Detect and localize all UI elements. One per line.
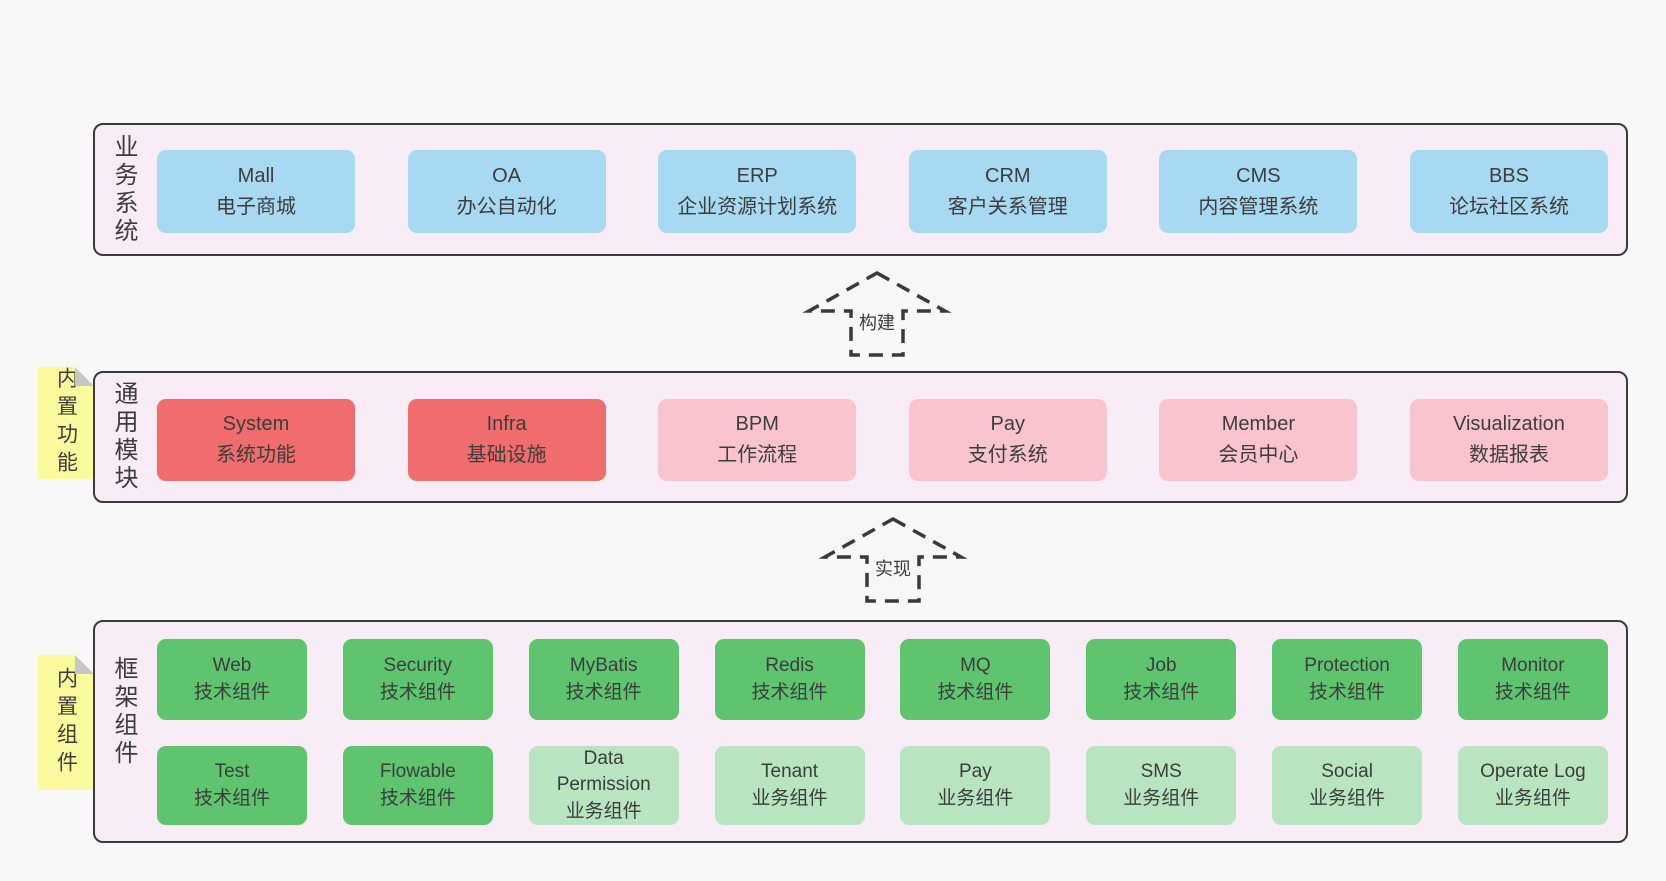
builtin-features-tag: 内置功能 bbox=[38, 367, 94, 479]
box-web: Web 技术组件 bbox=[157, 639, 307, 720]
box-visualization: Visualization 数据报表 bbox=[1409, 399, 1608, 481]
box-sms: SMS 业务组件 bbox=[1086, 746, 1237, 825]
dashed-up-arrow-icon bbox=[818, 516, 968, 603]
builtin-components-tag: 内置组件 bbox=[38, 655, 94, 790]
implement-arrow: 实现 bbox=[818, 516, 968, 604]
box-erp: ERP 企业资源计划系统 bbox=[658, 150, 857, 233]
framework-box-row-2: Test 技术组件 Flowable 技术组件 Data Permission … bbox=[157, 746, 1608, 825]
box-member: Member 会员中心 bbox=[1159, 399, 1358, 481]
box-tenant: Tenant 业务组件 bbox=[714, 746, 865, 825]
dashed-up-arrow-icon bbox=[802, 270, 952, 357]
business-layer-label: 业务系统 bbox=[110, 133, 137, 246]
build-arrow: 构建 bbox=[802, 270, 952, 358]
build-arrow-label: 构建 bbox=[856, 308, 898, 336]
box-bbs: BBS 论坛社区系统 bbox=[1409, 150, 1608, 233]
box-mall: Mall 电子商城 bbox=[157, 150, 355, 233]
box-mybatis: MyBatis 技术组件 bbox=[528, 639, 679, 720]
box-mq: MQ 技术组件 bbox=[900, 639, 1051, 720]
box-data-permission: Data Permission 业务组件 bbox=[528, 746, 679, 825]
box-oa: OA 办公自动化 bbox=[407, 150, 606, 233]
layer-framework-components: 框架组件 Web 技术组件 Security 技术组件 MyBatis 技术组件… bbox=[93, 620, 1628, 843]
box-redis: Redis 技术组件 bbox=[714, 639, 865, 720]
modules-box-row: System 系统功能 Infra 基础设施 BPM 工作流程 Pay 支付系统… bbox=[157, 399, 1608, 481]
box-system: System 系统功能 bbox=[157, 399, 355, 481]
box-cms: CMS 内容管理系统 bbox=[1159, 150, 1358, 233]
business-box-row: Mall 电子商城 OA 办公自动化 ERP 企业资源计划系统 CRM 客户关系… bbox=[157, 150, 1608, 233]
box-bpm: BPM 工作流程 bbox=[658, 399, 857, 481]
box-operate-log: Operate Log 业务组件 bbox=[1457, 746, 1608, 825]
box-monitor: Monitor 技术组件 bbox=[1457, 639, 1608, 720]
box-infra: Infra 基础设施 bbox=[407, 399, 606, 481]
box-test: Test 技术组件 bbox=[157, 746, 307, 825]
implement-arrow-label: 实现 bbox=[872, 554, 914, 582]
box-protection: Protection 技术组件 bbox=[1272, 639, 1423, 720]
framework-layer-label: 框架组件 bbox=[110, 656, 137, 768]
box-pay-business: Pay 业务组件 bbox=[900, 746, 1051, 825]
box-job: Job 技术组件 bbox=[1086, 639, 1237, 720]
modules-layer-label: 通用模块 bbox=[110, 381, 137, 493]
layer-common-modules: 通用模块 System 系统功能 Infra 基础设施 BPM 工作流程 Pay… bbox=[93, 371, 1628, 503]
box-social: Social 业务组件 bbox=[1272, 746, 1423, 825]
layer-business-systems: 业务系统 Mall 电子商城 OA 办公自动化 ERP 企业资源计划系统 CRM… bbox=[93, 123, 1628, 256]
box-pay: Pay 支付系统 bbox=[908, 399, 1107, 481]
box-security: Security 技术组件 bbox=[342, 639, 493, 720]
box-crm: CRM 客户关系管理 bbox=[908, 150, 1107, 233]
framework-box-row-1: Web 技术组件 Security 技术组件 MyBatis 技术组件 Redi… bbox=[157, 639, 1608, 720]
box-flowable: Flowable 技术组件 bbox=[342, 746, 493, 825]
